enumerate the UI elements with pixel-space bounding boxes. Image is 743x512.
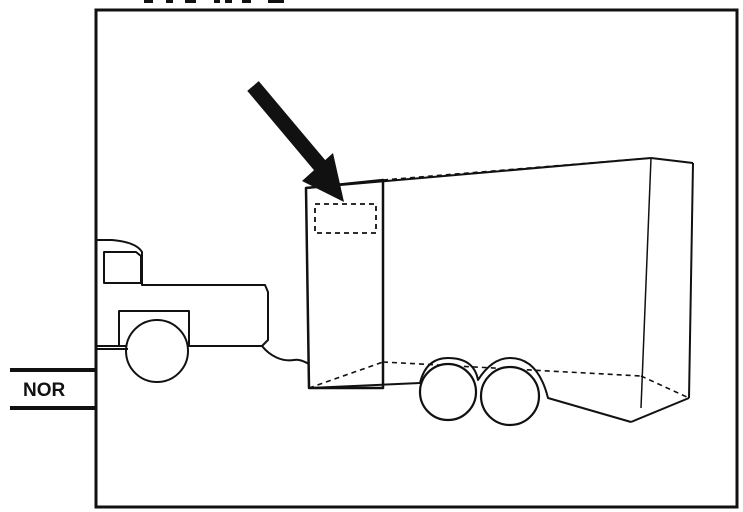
trailer-rear-edge-right [688, 162, 694, 399]
nor-connector: NOR [10, 368, 96, 410]
trailer-rear-edge-inner [640, 157, 652, 409]
trailer-wheel-rear [479, 365, 541, 427]
truck-wheel-well [118, 310, 190, 345]
nor-label: NOR [23, 380, 66, 401]
truck [96, 239, 310, 383]
trailer-hidden-floor-right [640, 375, 690, 399]
highlight-box [314, 203, 377, 234]
trailer-hidden-floor-front [308, 361, 384, 389]
trailer-side-bottom [308, 357, 632, 423]
trailer-wheels [418, 362, 541, 427]
hitch-cable [261, 345, 310, 365]
truck-wheel [125, 319, 189, 383]
arrow-icon [247, 81, 344, 202]
trailer-wheel-front [418, 362, 478, 422]
trailer-front-face [304, 178, 385, 390]
trailer-bottom-edge-right [630, 397, 690, 423]
outer-frame [94, 8, 739, 509]
cropped-top-text-remnant [144, 0, 284, 3]
truck-cab-window [103, 251, 142, 284]
truck-body-outline [96, 239, 269, 347]
trailer-top-edge-back [650, 157, 694, 164]
